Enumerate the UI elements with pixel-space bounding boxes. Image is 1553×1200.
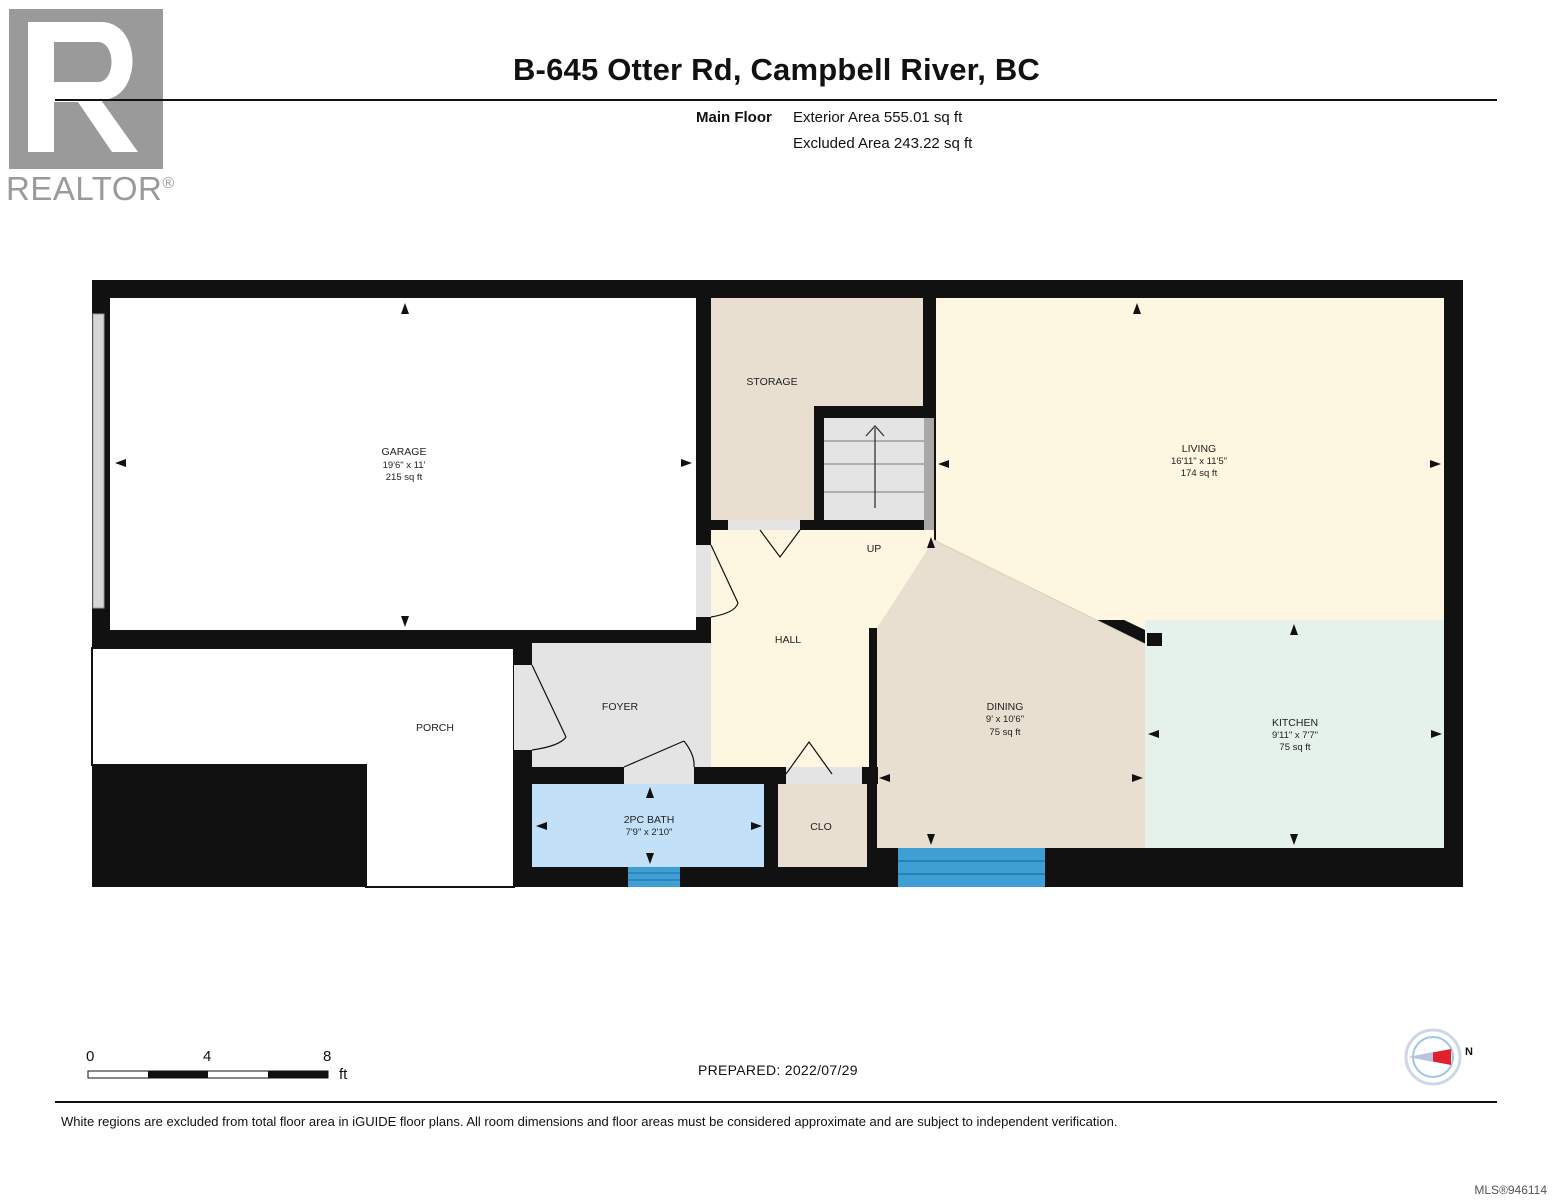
dining-area: 75 sq ft — [989, 727, 1021, 738]
storage-label: STORAGE — [746, 376, 797, 388]
kitchen-area: 75 sq ft — [1279, 742, 1311, 753]
realtor-r-icon — [9, 9, 163, 169]
closet-room — [778, 784, 867, 867]
dining-west-wall — [869, 628, 877, 848]
scale-tick-8: 8 — [323, 1048, 332, 1065]
dining-label: DINING — [987, 701, 1024, 713]
hall-area — [711, 530, 934, 767]
scale-unit: ft — [339, 1066, 348, 1083]
bath-steps — [628, 867, 680, 887]
dimension-arrows — [115, 303, 1442, 864]
kitchen-post — [1147, 633, 1162, 646]
garage-room — [110, 298, 696, 630]
kitchen-room — [1145, 620, 1444, 848]
garage-label: GARAGE — [382, 446, 427, 458]
hall-label: HALL — [775, 634, 801, 646]
compass-icon — [1404, 1028, 1462, 1086]
excluded-area: Excluded Area 243.22 sq ft — [793, 135, 973, 152]
stair-treads — [824, 440, 924, 493]
mls-number: MLS®946114 — [1474, 1183, 1547, 1197]
garage-dims: 19'6" x 11' — [383, 460, 426, 471]
bath-dims: 7'9" x 2'10" — [626, 827, 673, 838]
scale-tick-4: 4 — [203, 1048, 212, 1065]
scale-tick-0: 0 — [86, 1048, 95, 1065]
dining-dims: 9' x 10'6" — [986, 714, 1024, 725]
living-area: 174 sq ft — [1181, 468, 1218, 479]
compass-north-label: N — [1465, 1046, 1473, 1058]
closet-label: CLO — [810, 821, 832, 833]
living-dims: 16'11" x 11'5" — [1171, 456, 1227, 467]
realtor-logo — [0, 0, 185, 210]
stair-rail — [924, 418, 934, 534]
porch-label: PORCH — [416, 722, 454, 734]
door-swings — [514, 520, 862, 784]
floor-label: Main Floor — [696, 109, 772, 126]
kitchen-dims: 9'11" x 7'7" — [1272, 730, 1318, 741]
disclaimer: White regions are excluded from total fl… — [61, 1114, 1118, 1129]
staircase — [824, 418, 928, 520]
living-label: LIVING — [1182, 443, 1216, 455]
scale-bar — [87, 1070, 329, 1079]
bath-label: 2PC BATH — [624, 814, 675, 826]
stairs-up-label: UP — [867, 543, 882, 555]
header-divider — [55, 99, 1497, 101]
prepared-date: PREPARED: 2022/07/29 — [698, 1062, 858, 1078]
kitchen-label: KITCHEN — [1272, 717, 1318, 729]
dining-room — [877, 540, 1145, 848]
foyer-label: FOYER — [602, 701, 639, 713]
foyer-room — [532, 643, 711, 767]
page-title: B-645 Otter Rd, Campbell River, BC — [512, 52, 1041, 87]
garage-window — [92, 313, 105, 609]
realtor-wordmark: REALTOR® — [6, 170, 175, 207]
garage-area: 215 sq ft — [386, 472, 423, 483]
dining-steps — [898, 848, 1045, 887]
exterior-area: Exterior Area 555.01 sq ft — [793, 109, 963, 126]
